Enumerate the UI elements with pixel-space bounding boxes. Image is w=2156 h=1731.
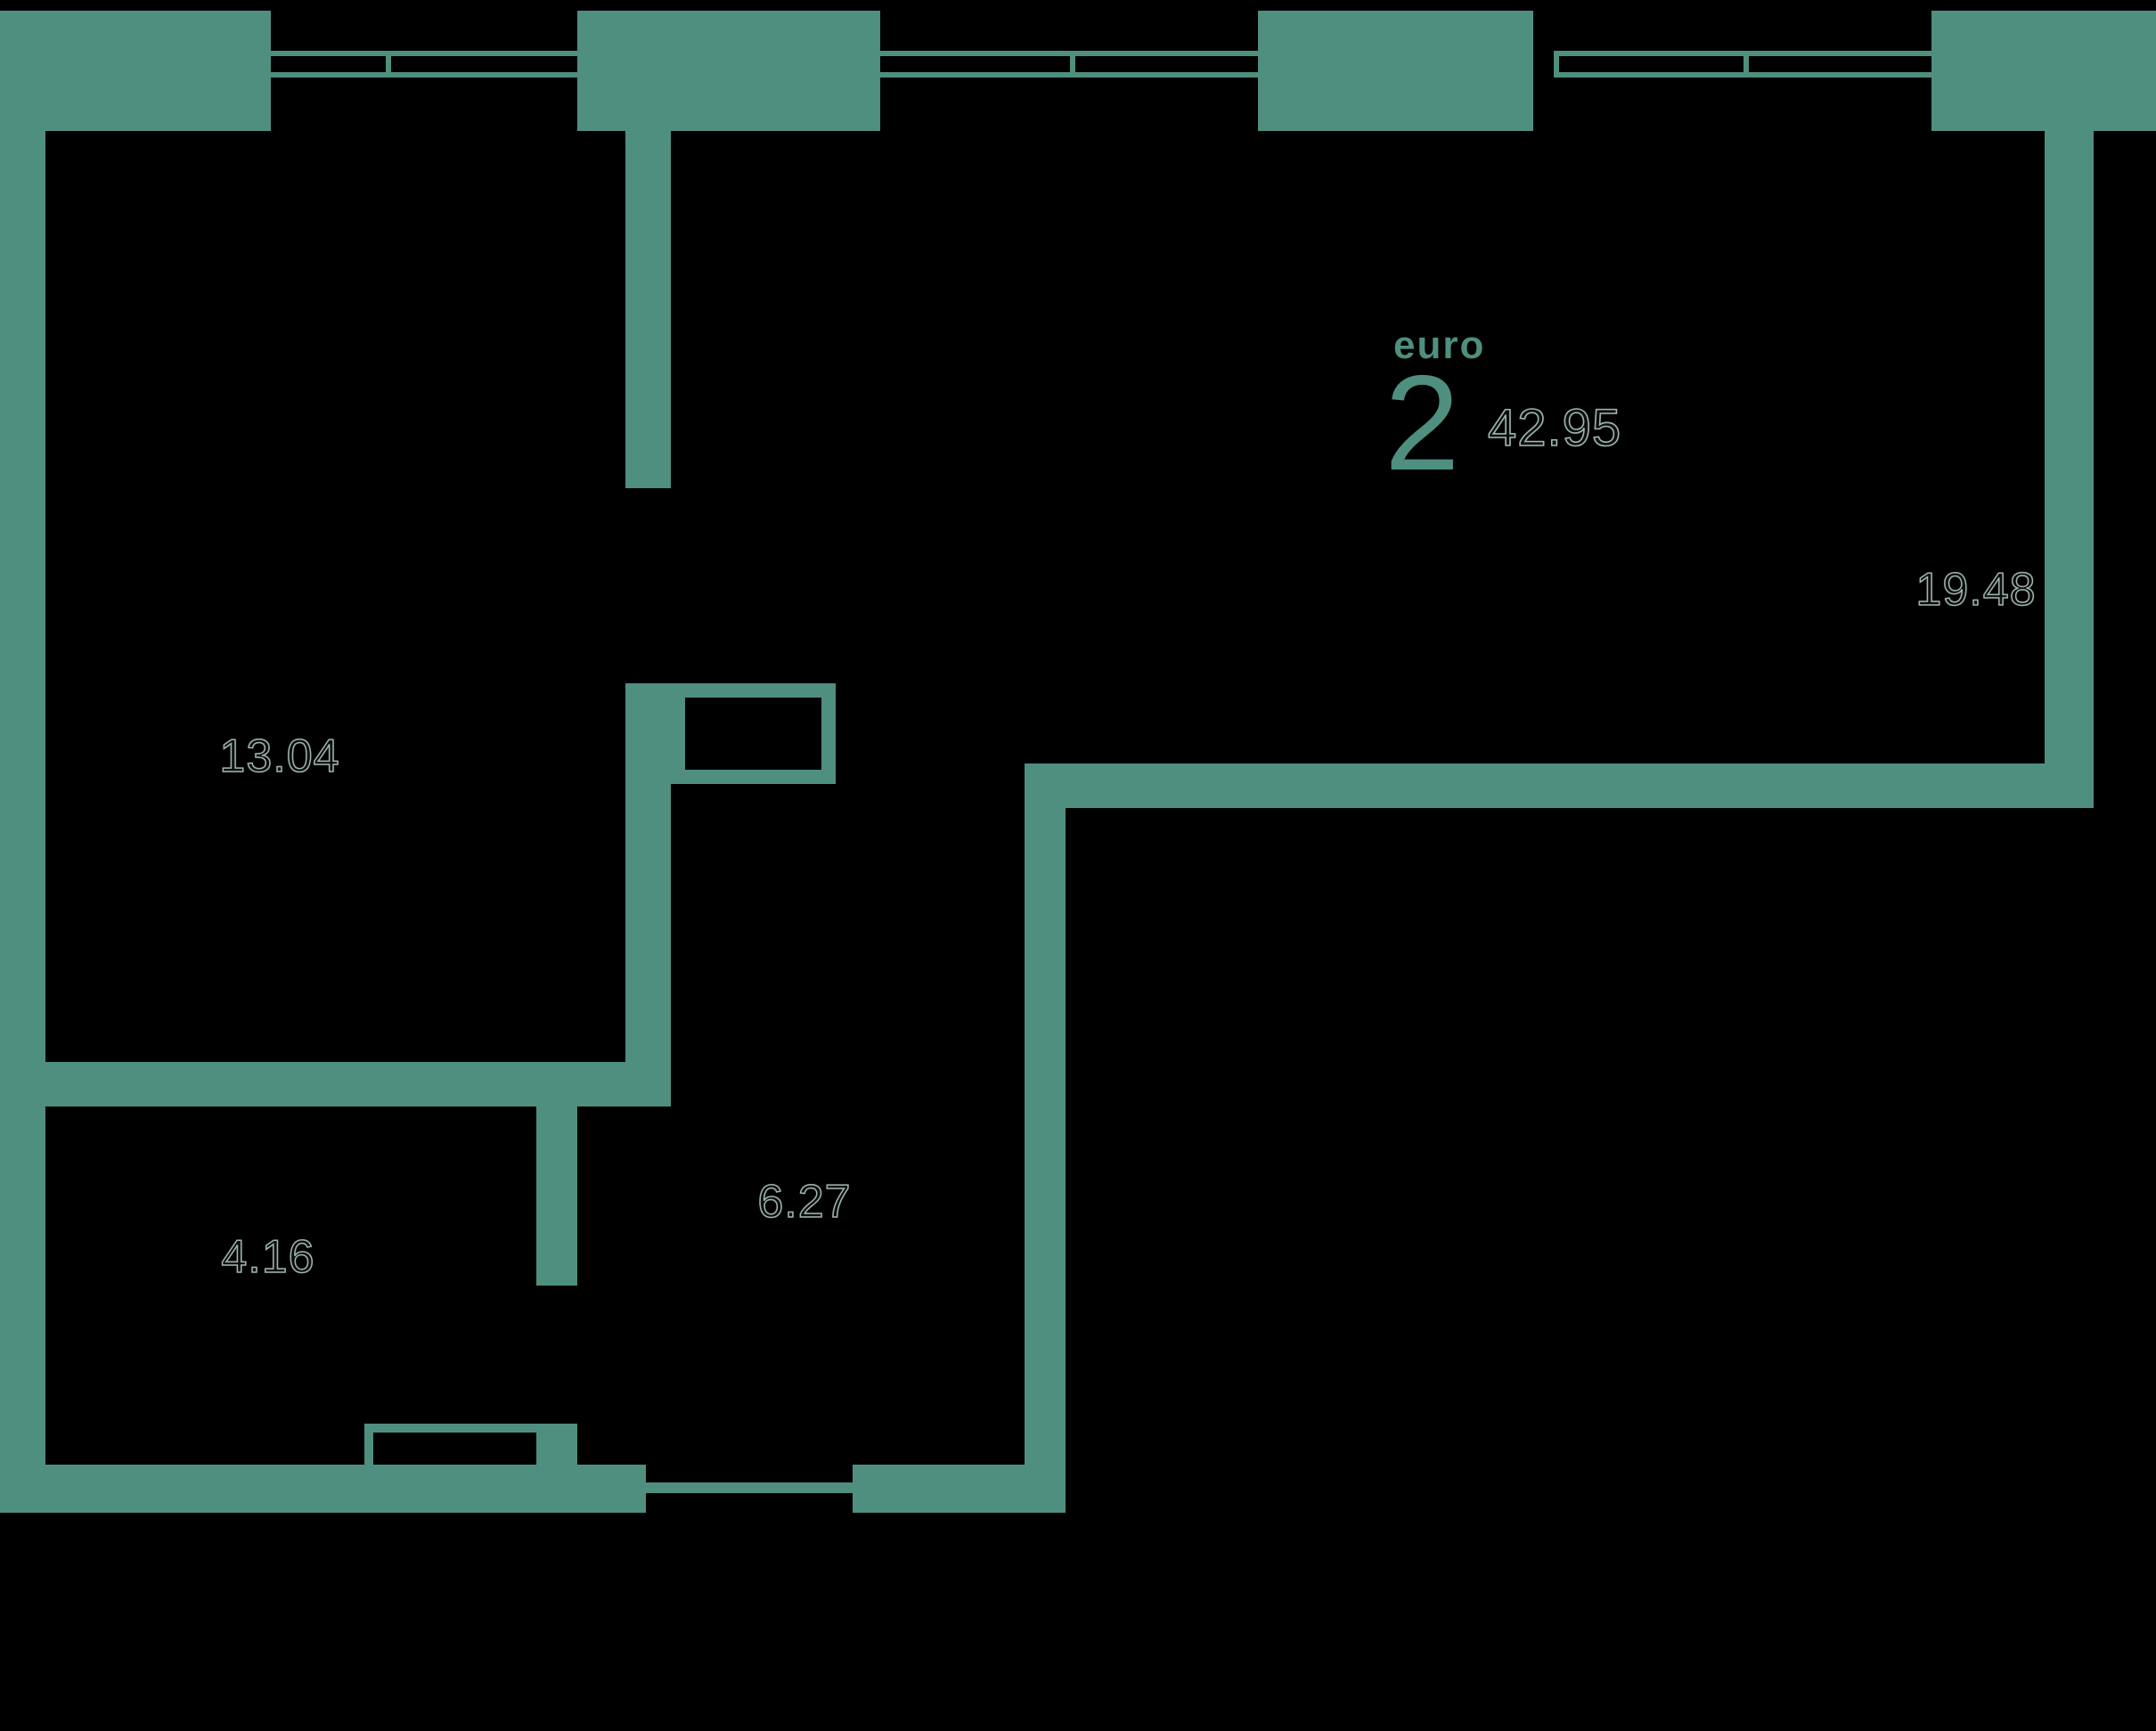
- wall-hallway-right: [1025, 763, 1066, 1513]
- unit-total-area: 42.95: [1487, 398, 1622, 458]
- bathroom-partition-v: [364, 1424, 373, 1474]
- window-2: [866, 51, 1278, 78]
- room-area-hallway: 6.27: [757, 1175, 852, 1229]
- wall-right-exterior: [2045, 131, 2094, 808]
- room-area-living: 19.48: [1915, 563, 2037, 616]
- wall-top-c: [1258, 11, 1533, 131]
- window-mullion-icon: [386, 51, 391, 78]
- unit-type-label: euro: [1393, 323, 1486, 367]
- wall-left-exterior: [0, 11, 45, 1513]
- wall-bathroom-right-lower: [536, 1424, 577, 1513]
- room-area-bathroom: 4.16: [221, 1230, 315, 1284]
- wall-top-b: [577, 11, 880, 131]
- wall-top-d: [1931, 11, 2156, 131]
- window-mullion-icon: [1744, 51, 1749, 78]
- unit-rooms-count: 2: [1384, 347, 1460, 499]
- wall-bedroom-right-lower: [625, 683, 671, 1106]
- window-1: [185, 51, 592, 78]
- wall-bathroom-right-upper: [536, 1062, 577, 1286]
- bathroom-partition-h: [364, 1424, 545, 1433]
- entry-door-threshold: [646, 1482, 853, 1493]
- window-3: [1554, 51, 1939, 78]
- room-area-bedroom: 13.04: [219, 730, 340, 783]
- window-mullion-icon: [1069, 51, 1075, 78]
- wall-living-bottom: [1025, 763, 2094, 808]
- wall-bedroom-right-upper: [625, 131, 671, 488]
- ventilation-shaft: [671, 683, 836, 784]
